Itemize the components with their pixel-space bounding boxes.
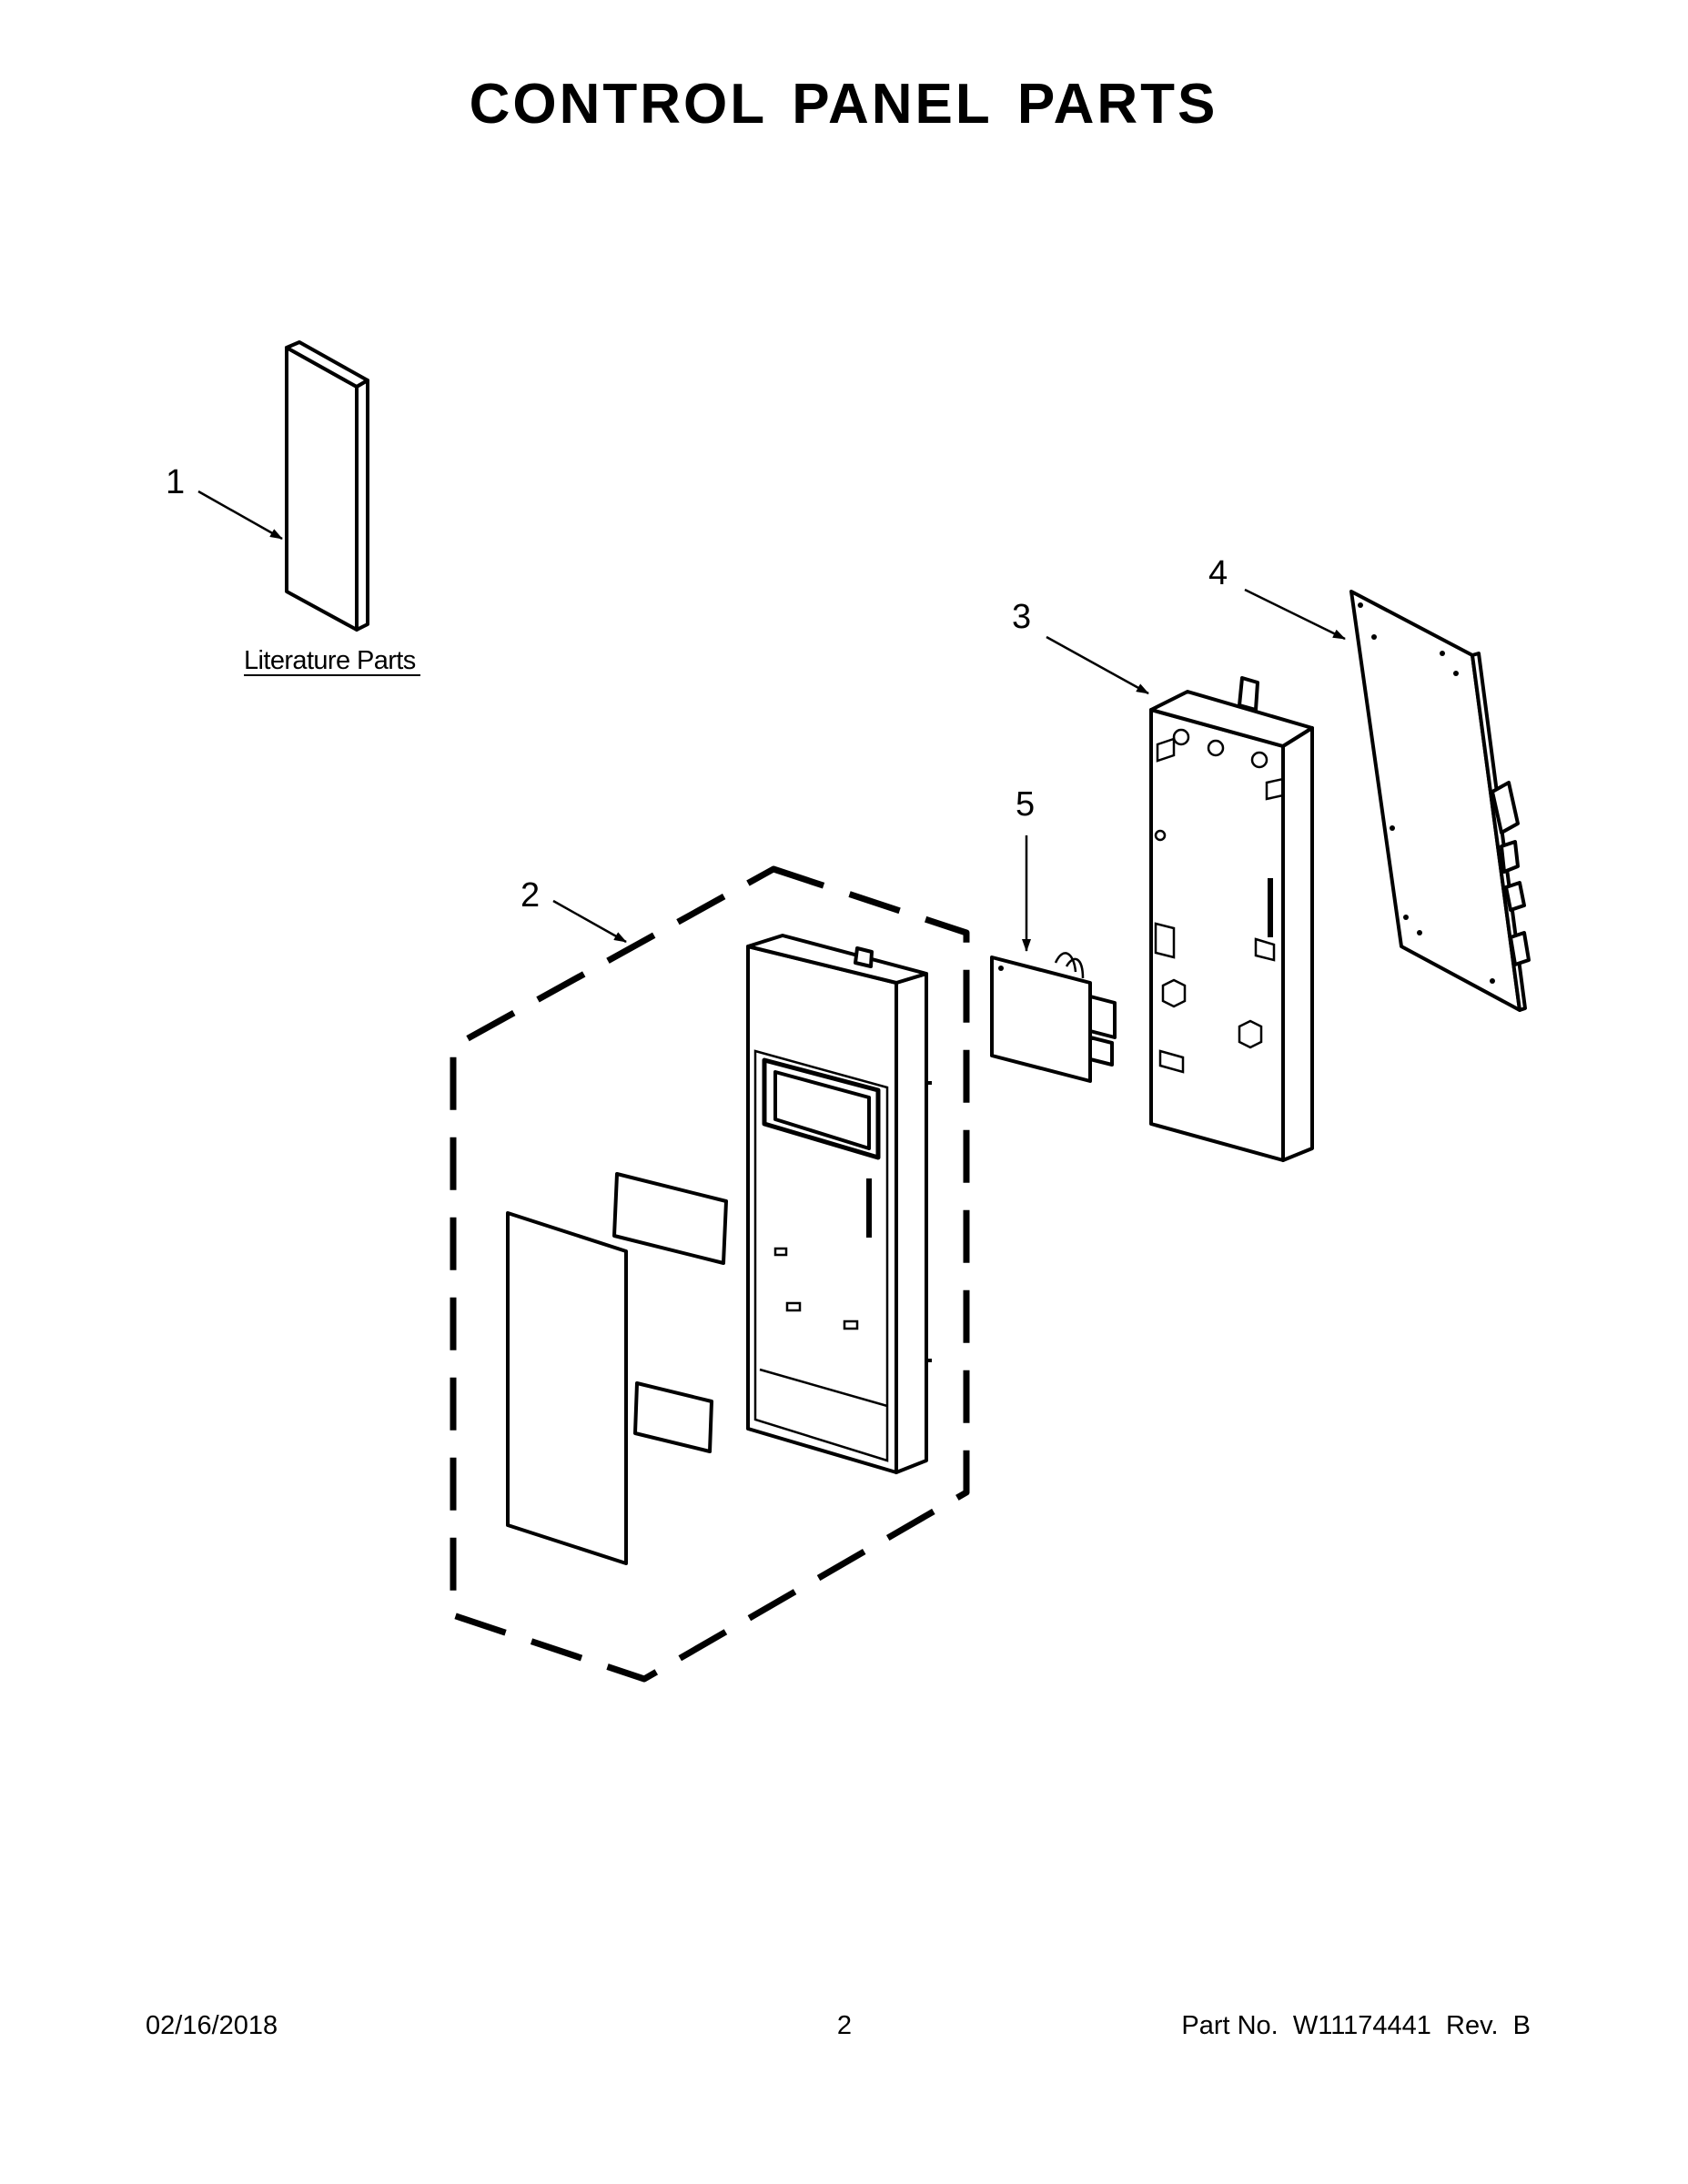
part-1-literature-booklet — [285, 340, 369, 632]
leader-line-3 — [1046, 635, 1149, 695]
callout-1: 1 — [166, 463, 185, 501]
literature-parts-label: Literature Parts — [244, 646, 416, 675]
leader-line-2 — [552, 899, 627, 944]
leader-line-4 — [1244, 588, 1346, 641]
callout-4: 4 — [1208, 554, 1228, 592]
callout-5: 5 — [1016, 785, 1035, 824]
part-2-membrane-overlay — [506, 1211, 628, 1565]
footer-date: 02/16/2018 — [146, 2011, 278, 2040]
page-title: CONTROL PANEL PARTS — [470, 73, 1218, 136]
part-2-display-window — [612, 1172, 728, 1265]
part-2-overlay-strip — [633, 1381, 713, 1453]
callout-2: 2 — [521, 876, 540, 915]
part-5-small-circuit-board — [990, 952, 1117, 1083]
footer-page-number: 2 — [837, 2011, 852, 2040]
part-3-control-panel-housing — [1149, 676, 1314, 1162]
part-2-control-panel-frame — [746, 934, 932, 1474]
footer-part-number: Part No. W11174441 Rev. B — [1181, 2011, 1531, 2040]
part-4-control-board — [1349, 590, 1531, 1012]
callout-3: 3 — [1012, 598, 1031, 636]
leader-line-1 — [197, 490, 283, 541]
part-2-group-outline — [450, 865, 970, 1683]
